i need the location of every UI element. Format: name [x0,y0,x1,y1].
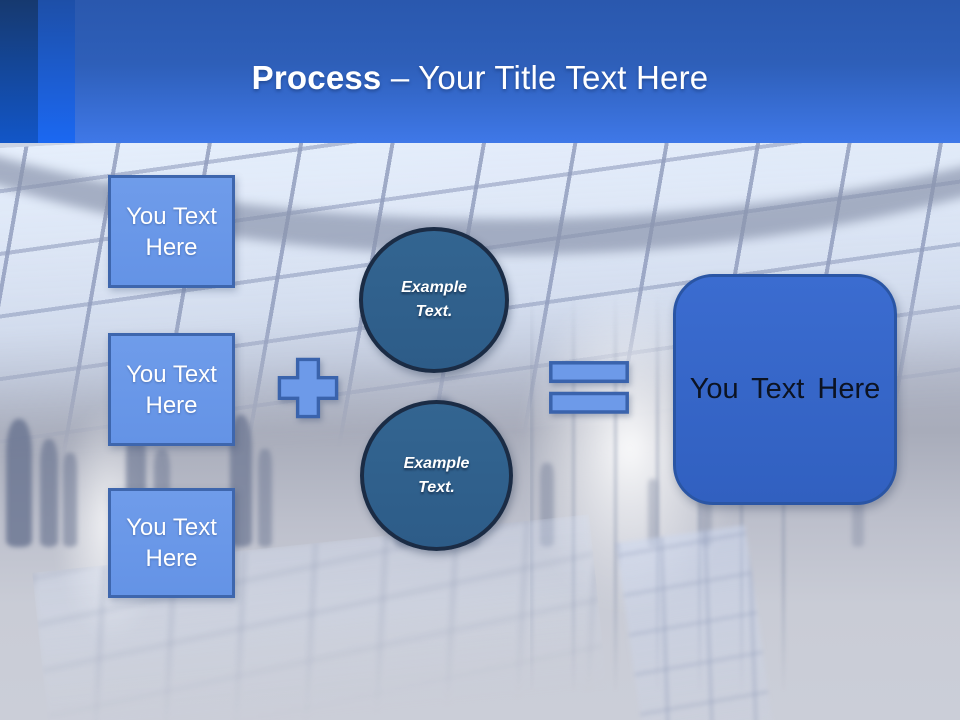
title-keyword: Process [251,58,382,96]
plus-icon[interactable] [277,357,339,419]
input-box-label: You Text Here [126,360,217,419]
accent-stripe-bright [38,0,75,143]
result-box[interactable]: You Text Here [673,274,897,505]
input-box-label: You Text Here [126,202,217,261]
accent-stripe-dark [0,0,38,143]
title-subtitle: – Your Title Text Here [381,58,709,96]
example-circle-2[interactable]: Example Text. [360,400,513,551]
example-circle-1[interactable]: Example Text. [359,227,509,373]
result-box-label: You Text Here [689,373,881,405]
input-box-2[interactable]: You Text Here [108,333,235,446]
equals-icon[interactable] [549,361,629,414]
input-box-label: You Text Here [126,514,217,572]
input-box-3[interactable]: You Text Here [108,488,235,598]
input-box-1[interactable]: You Text Here [108,175,235,288]
slide-title[interactable]: Process – Your Title Text Here [252,47,709,97]
slide-header: Process – Your Title Text Here [0,0,960,143]
example-circle-label: Example Text. [401,279,467,320]
example-circle-label: Example Text. [403,454,470,496]
